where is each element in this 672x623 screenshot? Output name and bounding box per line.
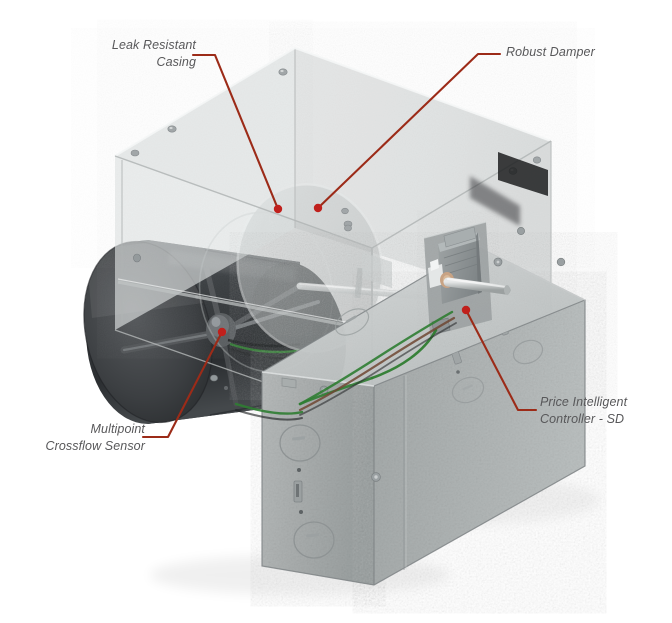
callout-label-price-intelligent-controller-sd: Price Intelligent Controller - SD (540, 395, 628, 426)
leader-dot-leak-resistant-casing (273, 204, 283, 214)
leader-dot-robust-damper (313, 203, 323, 213)
leader-dot-price-intelligent-controller-sd (461, 305, 471, 315)
leader-line-multipoint-crossflow-sensor (141, 330, 224, 439)
callout-leader-lines (141, 52, 538, 439)
leader-line-robust-damper (316, 52, 502, 210)
leader-dot-multipoint-crossflow-sensor (217, 327, 227, 337)
callout-leader-dots (217, 203, 471, 337)
controller-enclosure (261, 227, 586, 586)
leader-line-price-intelligent-controller-sd (464, 308, 538, 412)
leader-line-leak-resistant-casing (191, 53, 280, 211)
wiring-harness (234, 310, 457, 421)
callout-label-multipoint-crossflow-sensor: Multipoint Crossflow Sensor (45, 422, 145, 453)
front-knockouts (279, 424, 335, 559)
casing-fasteners (130, 68, 542, 382)
callout-label-robust-damper: Robust Damper (506, 45, 595, 59)
callout-label-leak-resistant-casing: Leak Resistant Casing (111, 38, 196, 69)
price-intelligent-controller-sd (423, 221, 511, 336)
